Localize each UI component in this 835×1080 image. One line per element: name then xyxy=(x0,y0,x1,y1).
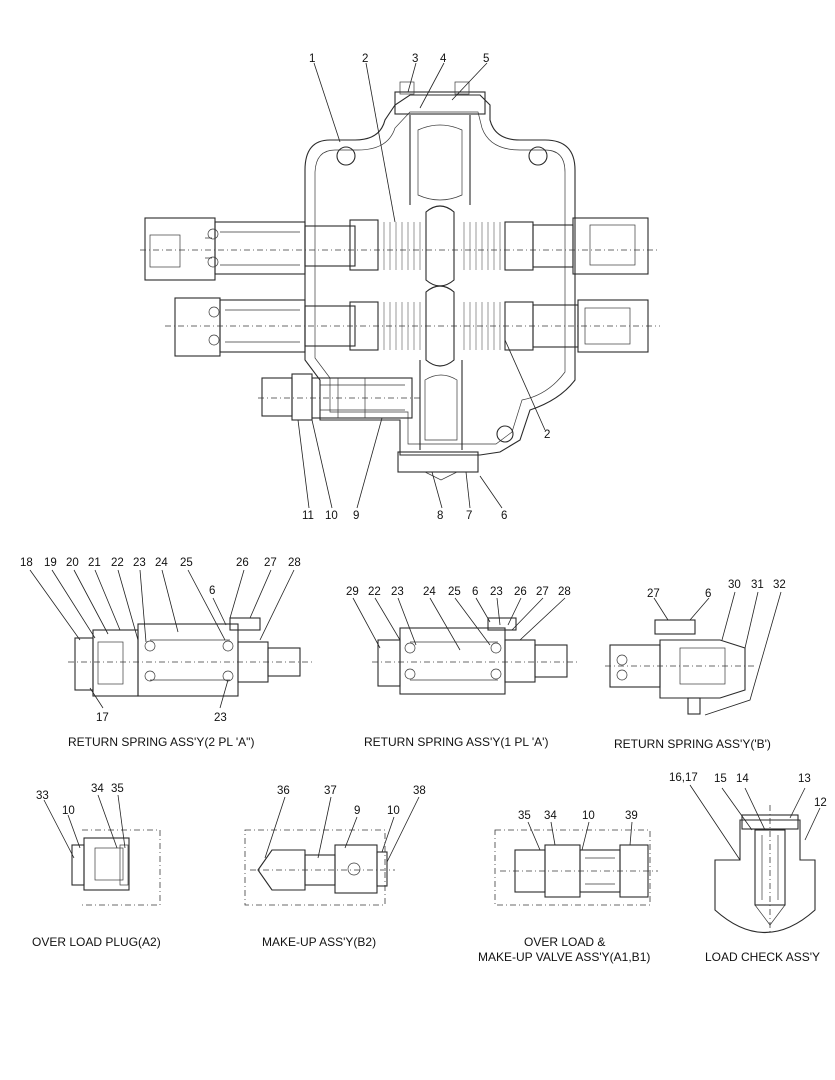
makeup-b2 xyxy=(244,796,420,906)
label-17: 17 xyxy=(96,712,109,724)
main-valve-assembly xyxy=(140,81,660,481)
caption-overload-makeup-line1: OVER LOAD & xyxy=(524,935,605,949)
label-23b: 23 xyxy=(490,586,503,598)
label-35: 35 xyxy=(518,810,531,822)
load-check xyxy=(689,784,821,935)
main-callouts: 1 2 3 4 5 2 11 10 9 8 7 6 xyxy=(302,53,550,522)
label-21: 21 xyxy=(88,557,101,569)
label-28: 28 xyxy=(558,586,571,598)
label-10: 10 xyxy=(387,805,400,817)
callout-7: 7 xyxy=(466,510,472,522)
label-38: 38 xyxy=(413,785,426,797)
return-spring-1pl-a xyxy=(352,597,580,695)
label-22: 22 xyxy=(111,557,124,569)
return-spring-b xyxy=(605,591,782,716)
label-33: 33 xyxy=(36,790,49,802)
main-leaders xyxy=(297,62,546,509)
overload-plug-a2 xyxy=(43,794,161,906)
label-23: 23 xyxy=(391,586,404,598)
caption-overload-plug: OVER LOAD PLUG(A2) xyxy=(32,935,161,949)
label-25: 25 xyxy=(180,557,193,569)
label-23: 23 xyxy=(133,557,146,569)
callout-1: 1 xyxy=(309,53,315,65)
label-9: 9 xyxy=(354,805,360,817)
label-24: 24 xyxy=(423,586,436,598)
return-spring-2pl-a xyxy=(29,569,315,709)
load-check-labels: 16,17 15 14 13 12 LOAD CHECK ASS'Y xyxy=(669,772,827,964)
label-20: 20 xyxy=(66,557,79,569)
callout-3: 3 xyxy=(412,53,418,65)
label-27: 27 xyxy=(647,588,660,600)
label-22: 22 xyxy=(368,586,381,598)
return-spring-1pl-a-labels: 29 22 23 24 25 6 23 26 27 28 RETURN SPRI… xyxy=(346,586,571,749)
callout-11: 11 xyxy=(302,510,314,522)
caption-return-spring-1pl-a: RETURN SPRING ASS'Y(1 PL 'A') xyxy=(364,735,548,749)
label-27: 27 xyxy=(536,586,549,598)
caption-return-spring-b: RETURN SPRING ASS'Y('B') xyxy=(614,737,771,751)
callout-2-right: 2 xyxy=(544,429,550,441)
caption-overload-makeup-line2: MAKE-UP VALVE ASS'Y(A1,B1) xyxy=(478,950,650,964)
return-spring-b-labels: 27 6 30 31 32 RETURN SPRING ASS'Y('B') xyxy=(614,579,786,751)
callout-9: 9 xyxy=(353,510,359,522)
label-23b: 23 xyxy=(214,712,227,724)
callout-2-top: 2 xyxy=(362,53,368,65)
label-24: 24 xyxy=(155,557,168,569)
callout-4: 4 xyxy=(440,53,447,65)
callout-6: 6 xyxy=(501,510,507,522)
label-31: 31 xyxy=(751,579,764,591)
label-30: 30 xyxy=(728,579,741,591)
label-35: 35 xyxy=(111,783,124,795)
caption-makeup: MAKE-UP ASS'Y(B2) xyxy=(262,935,376,949)
label-29: 29 xyxy=(346,586,359,598)
callout-5: 5 xyxy=(483,53,489,65)
callout-8: 8 xyxy=(437,510,443,522)
label-32: 32 xyxy=(773,579,786,591)
label-19: 19 xyxy=(44,557,57,569)
label-6: 6 xyxy=(472,586,478,598)
label-27: 27 xyxy=(264,557,277,569)
label-25: 25 xyxy=(448,586,461,598)
caption-return-spring-2pl-a: RETURN SPRING ASS'Y(2 PL 'A") xyxy=(68,735,254,749)
callout-10: 10 xyxy=(325,510,338,522)
makeup-b2-labels: 36 37 9 10 38 MAKE-UP ASS'Y(B2) xyxy=(262,785,426,949)
label-39: 39 xyxy=(625,810,638,822)
label-28: 28 xyxy=(288,557,301,569)
label-6: 6 xyxy=(705,588,711,600)
label-16-17: 16,17 xyxy=(669,772,698,784)
label-10: 10 xyxy=(62,805,75,817)
label-37: 37 xyxy=(324,785,337,797)
label-18: 18 xyxy=(20,557,33,569)
label-10: 10 xyxy=(582,810,595,822)
label-15: 15 xyxy=(714,773,727,785)
label-12: 12 xyxy=(814,797,827,809)
label-34: 34 xyxy=(91,783,104,795)
overload-makeup-a1b1 xyxy=(494,821,658,906)
label-26: 26 xyxy=(514,586,527,598)
return-spring-2pl-a-labels: 18 19 20 21 22 23 24 25 6 26 27 28 17 23… xyxy=(20,557,301,749)
label-36: 36 xyxy=(277,785,290,797)
label-13: 13 xyxy=(798,773,811,785)
label-6: 6 xyxy=(209,585,215,597)
label-34: 34 xyxy=(544,810,557,822)
overload-plug-a2-labels: 33 10 34 35 OVER LOAD PLUG(A2) xyxy=(32,783,161,949)
overload-makeup-a1b1-labels: 35 34 10 39 OVER LOAD & MAKE-UP VALVE AS… xyxy=(478,810,650,964)
label-14: 14 xyxy=(736,773,749,785)
caption-load-check: LOAD CHECK ASS'Y xyxy=(705,950,820,964)
label-26: 26 xyxy=(236,557,249,569)
